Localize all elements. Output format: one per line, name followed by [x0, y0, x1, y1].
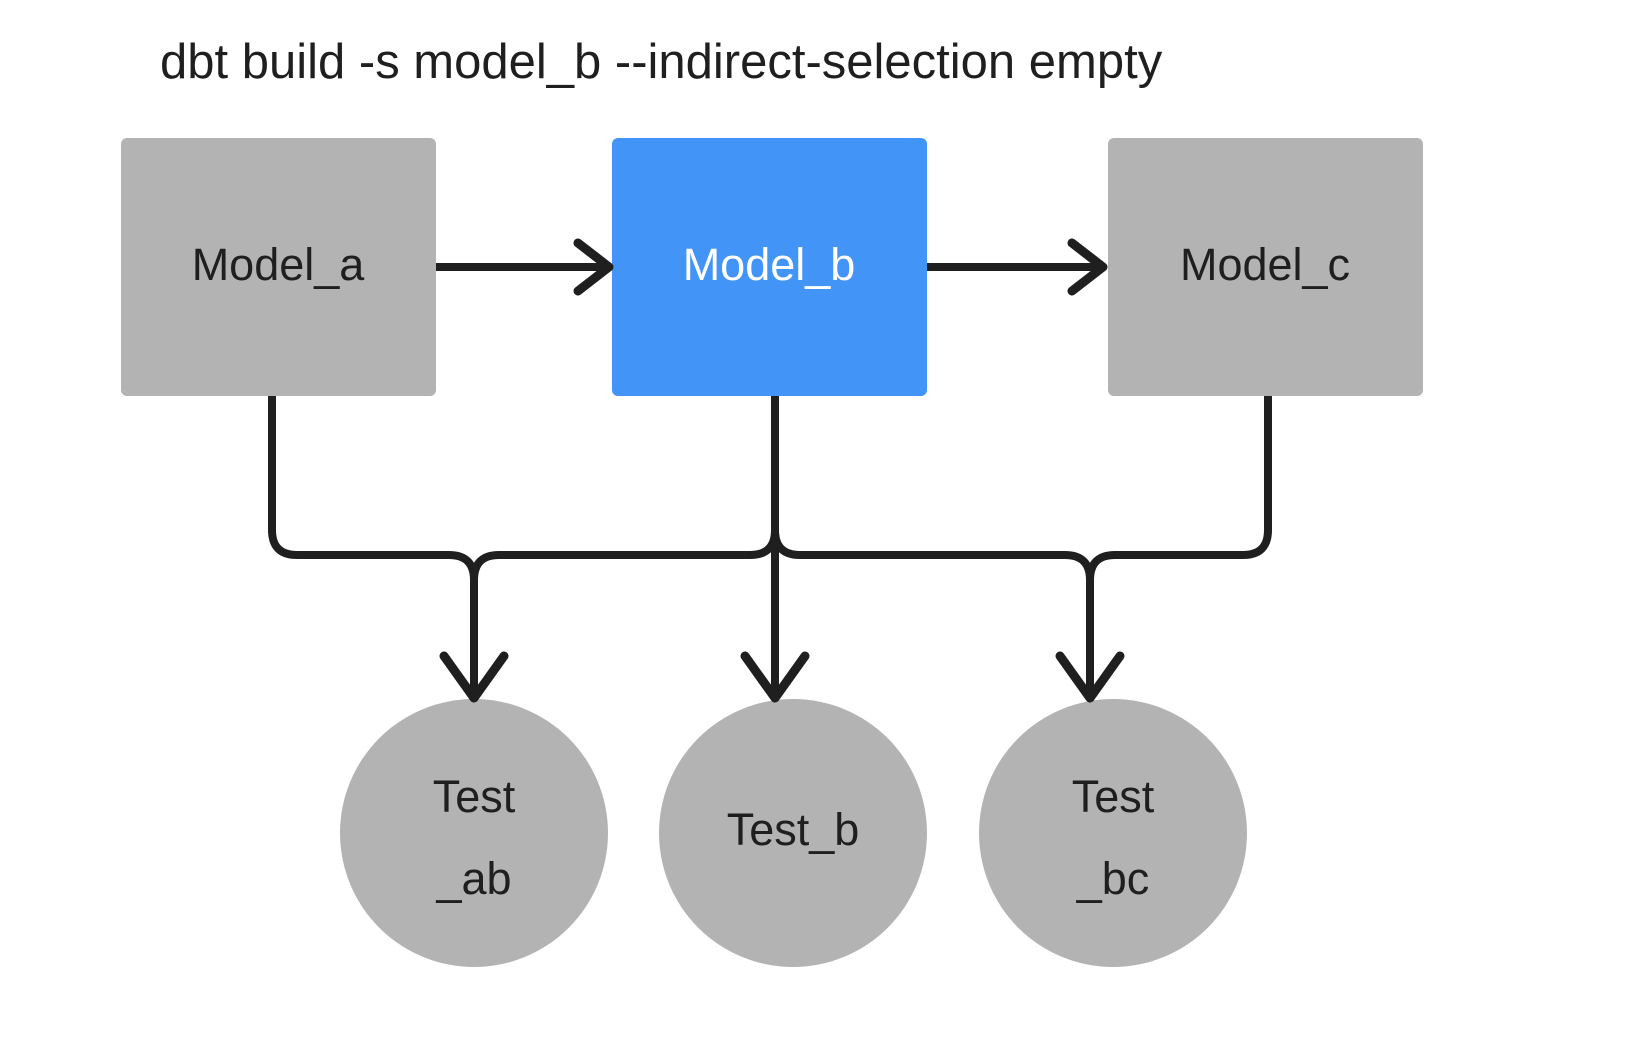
edge-to-test-ab-arrowhead — [439, 651, 509, 703]
node-model-c[interactable] — [1108, 138, 1423, 396]
node-test-b-label-line1: Test_b — [727, 804, 860, 855]
page-title: dbt build -s model_b --indirect-selectio… — [160, 35, 1163, 89]
node-test-ab[interactable] — [340, 699, 608, 967]
node-model-c-label: Model_c — [1180, 239, 1350, 290]
node-test-b[interactable] — [659, 699, 927, 967]
edge-to-test-b-arrowhead — [740, 651, 810, 703]
node-model-b-label: Model_b — [683, 239, 856, 290]
edge-model-c-to-test-bc — [1086, 396, 1272, 690]
node-test-bc[interactable] — [979, 699, 1247, 967]
edge-model-b-to-model-c-arrowhead — [1067, 238, 1108, 296]
node-test-bc-label-line1: Test — [1072, 771, 1155, 822]
node-model-b[interactable] — [612, 138, 927, 396]
edge-model-a-to-test-ab — [268, 396, 478, 690]
node-test-ab-label-line2: _ab — [435, 853, 511, 904]
edge-to-test-bc-arrowhead — [1055, 651, 1125, 703]
edge-model-b-to-test-ab — [470, 396, 779, 690]
node-model-a[interactable] — [121, 138, 436, 396]
edge-model-b-to-test-bc — [771, 396, 1094, 690]
node-test-ab-label-line1: Test — [433, 771, 516, 822]
edge-model-a-to-model-b-arrowhead — [573, 238, 614, 296]
node-test-bc-label-line2: _bc — [1076, 853, 1150, 904]
node-model-a-label: Model_a — [192, 239, 366, 290]
